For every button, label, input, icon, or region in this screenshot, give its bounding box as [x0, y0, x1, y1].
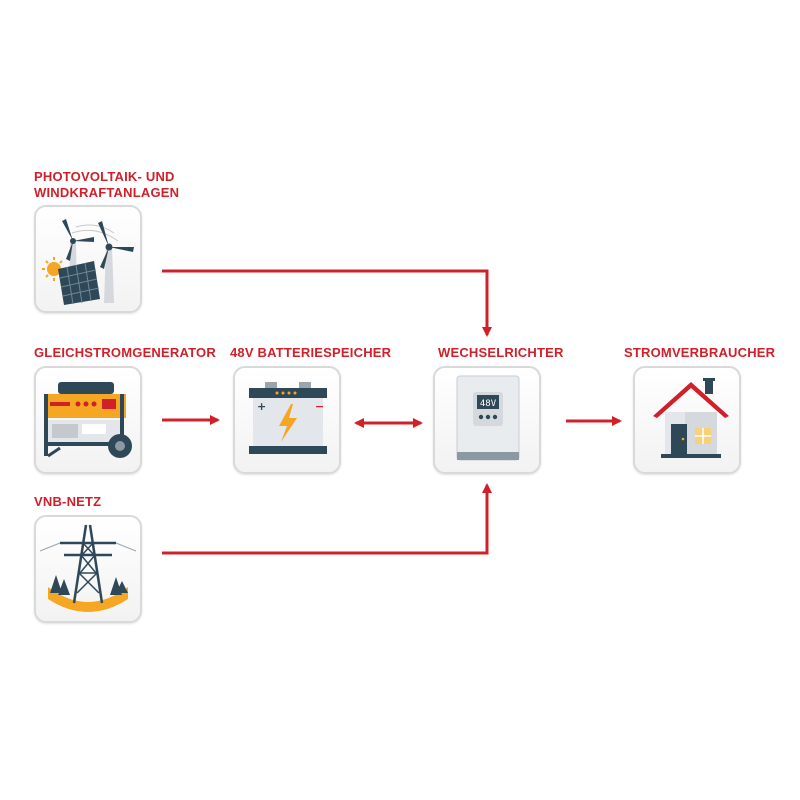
- tile-consumer: [633, 366, 741, 474]
- tile-inverter: 48V: [433, 366, 541, 474]
- label-consumer: STROMVERBRAUCHER: [624, 345, 776, 360]
- tile-pv: [34, 205, 142, 313]
- svg-text:+: +: [257, 400, 266, 413]
- tile-battery: + −: [233, 366, 341, 474]
- arrow-pv-to-inverter: [162, 269, 492, 337]
- svg-text:−: −: [315, 400, 324, 413]
- inverter-icon: 48V: [456, 375, 520, 461]
- inverter-display: 48V: [480, 399, 497, 409]
- power-pylon-icon: [39, 524, 137, 612]
- label-grid: VNB-NETZ: [34, 494, 102, 509]
- tile-grid: [34, 515, 142, 623]
- arrow-grid-to-inverter: [162, 483, 492, 555]
- label-inverter: WECHSELRICHTER: [438, 345, 564, 360]
- house-icon: [653, 378, 729, 458]
- battery-icon: + −: [249, 382, 327, 454]
- generator-icon: [44, 382, 132, 458]
- label-dc-generator: GLEICHSTROMGENERATOR: [34, 345, 216, 360]
- label-pv: PHOTOVOLTAIK- UND WINDKRAFTANLAGEN: [34, 169, 180, 200]
- solar-wind-icon: [42, 219, 134, 305]
- tile-dc-generator: [34, 366, 142, 474]
- label-battery: 48V BATTERIESPEICHER: [230, 345, 392, 360]
